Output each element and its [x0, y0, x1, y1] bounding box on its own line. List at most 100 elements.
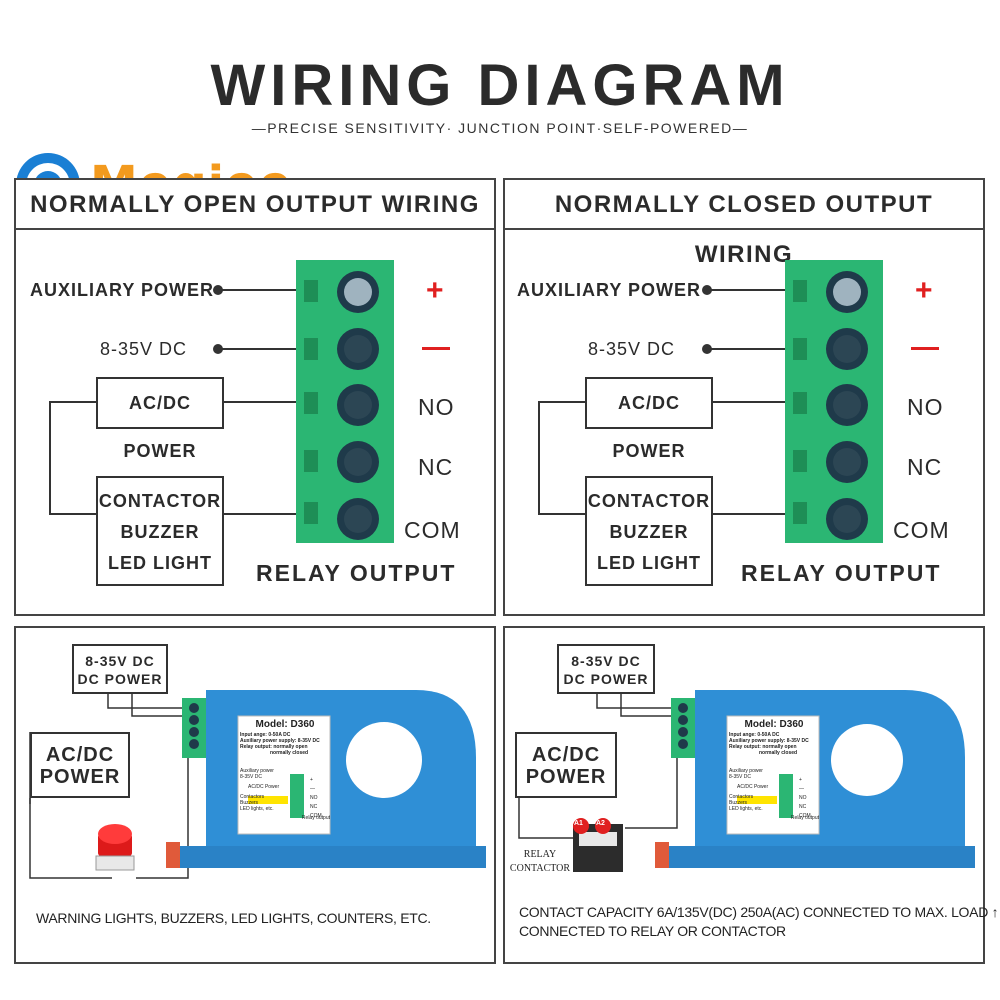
label-pin-com: COM — [799, 813, 811, 819]
label-load-1: Contactors — [729, 794, 754, 800]
panel-photo-contactor: 8-35V DC DC POWER AC/DC POWER A1 A2 RELA… — [503, 626, 999, 964]
label-volt: 8-35V DC — [240, 774, 262, 780]
footnote-line-2: CONNECTED TO RELAY OR CONTACTOR — [519, 923, 786, 939]
acdc-power-box: AC/DC POWER — [96, 377, 224, 461]
label-pin-nc: NC — [799, 804, 807, 810]
panel-title: NORMALLY CLOSED OUTPUT WIRING — [505, 180, 983, 268]
load-line-contactor: CONTACTOR — [98, 491, 222, 511]
load-line-buzzer: BUZZER — [609, 522, 689, 542]
dc-power-box: 8-35V DC DC POWER — [557, 644, 655, 694]
voltage-label: 8-35V DC — [588, 339, 676, 359]
label-relay: Relay output — [301, 815, 330, 821]
acdc-power-box: AC/DC POWER — [585, 377, 713, 461]
label-spec-3: Relay output: normally open — [729, 744, 797, 750]
label-spec-4: normally closed — [270, 750, 309, 756]
label-pin-minus: — — [310, 786, 315, 792]
footnote: WARNING LIGHTS, BUZZERS, LED LIGHTS, COU… — [36, 910, 431, 926]
voltage-dot — [213, 344, 223, 354]
terminal-screws — [337, 271, 379, 540]
label-volt: 8-35V DC — [729, 774, 751, 780]
aux-power-label: AUXILIARY POWER — [517, 280, 702, 300]
acdc-line-1: AC/DC — [45, 744, 115, 766]
contactor-label: RELAY CONTACTOR — [507, 848, 573, 876]
label-spec-3: Relay output: normally open — [240, 744, 308, 750]
dc-power-line-1: 8-35V DC — [85, 653, 155, 669]
label-pin-com: COM — [310, 813, 322, 819]
terminal-minus — [911, 347, 939, 350]
sensor-illustration — [518, 690, 975, 872]
footnote-line-1: CONTACT CAPACITY 6A/135V(DC) 250A(AC) CO… — [519, 904, 999, 920]
label-pin-plus: + — [799, 777, 802, 783]
label-spec-1: Input ange: 0-50A DC — [729, 732, 780, 738]
device-label: Model: D360 Input ange: 0-50A DC Auxilia… — [729, 718, 819, 821]
voltage-label: 8-35V DC — [100, 339, 188, 359]
label-load-2: Buzzers — [729, 800, 748, 806]
page-subtitle: —PRECISE SENSITIVITY· JUNCTION POINT·SEL… — [251, 120, 749, 136]
load-line-led: LED LIGHT — [108, 553, 212, 573]
sensor-hole — [346, 722, 422, 798]
label-spec-2: Auxiliary power supply: 8-35V DC — [240, 738, 320, 744]
sensor-illustration — [29, 690, 486, 879]
panel-normally-closed: NORMALLY CLOSED OUTPUT WIRING AUXILIARY … — [503, 178, 985, 616]
relay-output-label: RELAY OUTPUT — [741, 560, 942, 586]
label-model: Model: D360 — [744, 719, 804, 730]
acdc-line-2: POWER — [525, 766, 607, 788]
label-spec-2: Auxiliary power supply: 8-35V DC — [729, 738, 809, 744]
label-load-3: LED lights, etc. — [729, 806, 763, 812]
contactor-pin-a2: A2 — [596, 820, 605, 827]
terminal-nc: NC — [418, 454, 454, 480]
label-pins: + — NO NC COM — [799, 776, 811, 821]
label-spec-4: normally closed — [759, 750, 798, 756]
sensor-hole — [831, 724, 903, 796]
terminal-com: COM — [404, 517, 461, 543]
device-label: Model: D360 Input ange: 0-50A DC Auxilia… — [240, 718, 330, 821]
label-load-3: LED lights, etc. — [240, 806, 274, 812]
acdc-line-2: POWER — [39, 766, 121, 788]
relay-output-label: RELAY OUTPUT — [256, 560, 457, 586]
label-acdc: AC/DC Power — [737, 784, 769, 790]
label-aux: Auxiliary power — [729, 768, 763, 774]
terminal-no: NO — [418, 394, 455, 420]
acdc-power-box: AC/DC POWER — [515, 732, 617, 798]
terminal-minus — [422, 347, 450, 350]
wiring-lines — [538, 260, 883, 543]
aux-power-dot — [213, 285, 223, 295]
label-pins: + — NO NC COM — [310, 776, 322, 821]
terminal-no: NO — [907, 394, 944, 420]
label-aux: Auxiliary power — [240, 768, 274, 774]
dc-power-box: 8-35V DC DC POWER — [72, 644, 168, 694]
panel-normally-open: NORMALLY OPEN OUTPUT WIRING AUXILIARY PO… — [14, 178, 496, 616]
terminal-plus: + — [426, 274, 444, 307]
dc-power-line-2: DC POWER — [77, 671, 163, 687]
label-pin-no: NO — [310, 795, 318, 801]
label-relay: Relay output — [790, 815, 819, 821]
load-line-contactor: CONTACTOR — [587, 491, 711, 511]
load-line-buzzer: BUZZER — [120, 522, 200, 542]
load-line-led: LED LIGHT — [597, 553, 701, 573]
terminal-com: COM — [893, 517, 950, 543]
load-box: CONTACTOR BUZZER LED LIGHT — [585, 476, 713, 586]
label-model: Model: D360 — [255, 719, 315, 730]
label-acdc: AC/DC Power — [248, 784, 280, 790]
contactor-pin-a1: A1 — [574, 820, 583, 827]
panel-title: NORMALLY OPEN OUTPUT WIRING — [16, 180, 494, 230]
aux-power-label: AUXILIARY POWER — [30, 280, 215, 300]
acdc-power-box: AC/DC POWER — [30, 732, 130, 798]
contactor-label-line-1: RELAY — [523, 849, 557, 860]
dc-power-line-1: 8-35V DC — [571, 653, 641, 669]
terminal-plus: + — [915, 274, 933, 307]
load-box: CONTACTOR BUZZER LED LIGHT — [96, 476, 224, 586]
panel-photo-warning-lights: 8-35V DC DC POWER AC/DC POWER Model: D36… — [14, 626, 496, 964]
terminal-nc: NC — [907, 454, 943, 480]
label-pin-no: NO — [799, 795, 807, 801]
page-title: WIRING DIAGRAM — [210, 53, 790, 118]
label-load-1: Contactors — [240, 794, 265, 800]
label-pin-nc: NC — [310, 804, 318, 810]
acdc-line-1: AC/DC — [531, 744, 601, 766]
label-pin-minus: — — [799, 786, 804, 792]
wiring-lines — [49, 260, 394, 543]
label-load-2: Buzzers — [240, 800, 259, 806]
label-spec-1: Input ange: 0-50A DC — [240, 732, 291, 738]
terminal-screws — [826, 271, 868, 540]
dc-power-line-2: DC POWER — [563, 671, 649, 687]
